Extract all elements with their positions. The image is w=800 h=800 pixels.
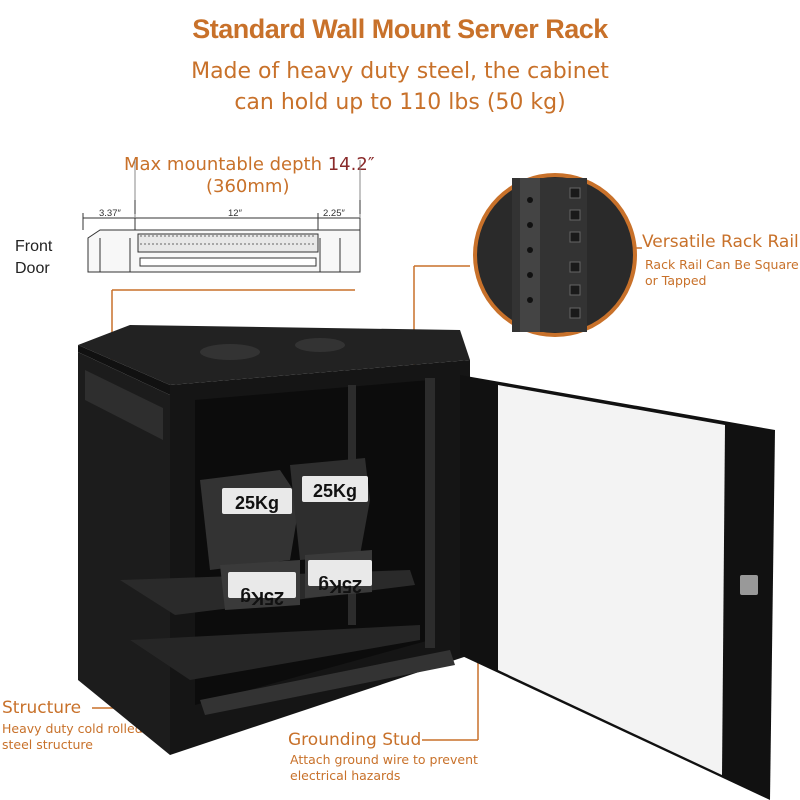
weight-label-1: 25Kg <box>235 493 279 513</box>
weight-label-2: 25Kg <box>313 481 357 501</box>
depth-label: Max mountable depth 14.2″ <box>124 154 375 175</box>
weights <box>200 458 372 610</box>
depth-metric: (360mm) <box>206 176 290 197</box>
rail-callout-title: Versatile Rack Rail <box>642 232 799 252</box>
structure-callout-desc: Heavy duty cold rolled steel structure <box>2 721 143 752</box>
depth-bracket <box>134 200 361 214</box>
rail-callout-desc: Rack Rail Can Be Square or Tapped <box>645 257 799 288</box>
dim-middle: 12″ <box>228 208 242 219</box>
structure-callout-title: Structure <box>2 698 82 718</box>
weight-label-3: 25Kg <box>240 588 284 608</box>
ground-callout-title: Grounding Stud <box>288 730 422 750</box>
subtitle-line-1: Made of heavy duty steel, the cabinet <box>191 59 609 84</box>
front-door-label: Front Door <box>15 238 53 277</box>
ground-callout-desc: Attach ground wire to prevent electrical… <box>290 752 478 783</box>
dim-front: 3.37″ <box>99 208 121 219</box>
weight-label-4: 25Kg <box>318 576 362 596</box>
cabinet <box>78 325 775 800</box>
depth-value: 14.2″ <box>327 154 375 175</box>
rail-zoom <box>473 173 637 337</box>
page-title: Standard Wall Mount Server Rack <box>192 14 608 44</box>
depth-diagram <box>82 160 361 273</box>
subtitle-line-2: can hold up to 110 lbs (50 kg) <box>234 90 566 115</box>
dim-rear: 2.25″ <box>323 208 345 219</box>
subtitle: Made of heavy duty steel, the cabinet ca… <box>0 56 800 118</box>
